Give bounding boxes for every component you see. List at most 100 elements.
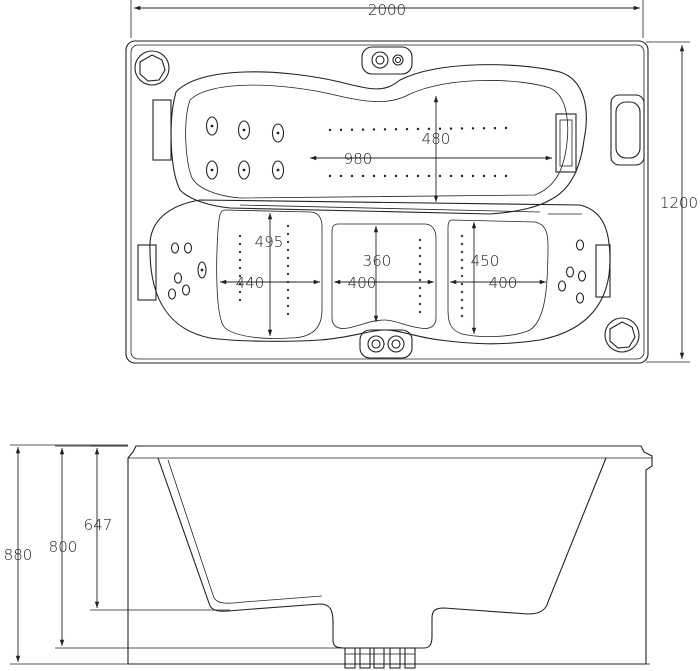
air-jet-dot: [286, 224, 290, 228]
air-jet-dot: [238, 250, 242, 254]
air-jet-dot: [405, 127, 409, 131]
air-jet-dot: [449, 127, 453, 130]
center-seat-depth-label: 360: [363, 252, 392, 270]
air-jet-dot: [418, 286, 422, 290]
air-jet-dot: [286, 240, 290, 244]
air-jet-dot: [286, 304, 290, 308]
air-jet-dot: [460, 250, 464, 254]
air-jet-dot: [418, 278, 422, 282]
air-jet-dot: [418, 238, 422, 242]
air-jet-dot: [238, 290, 242, 294]
corner-fitting-top-left: [134, 50, 170, 86]
air-jet-dot: [493, 126, 497, 130]
air-jet-dot: [383, 128, 387, 131]
right-seat-width-label: 400: [489, 274, 518, 292]
air-jet-dot: [328, 174, 332, 178]
air-jet-dot: [471, 127, 475, 130]
air-jet-dot: [418, 254, 422, 258]
lounger-length-label: 980: [344, 150, 373, 168]
lounger-air-jets: [328, 126, 508, 178]
right-seat-jets: [557, 239, 587, 304]
air-jet-dot: [418, 246, 422, 250]
inner-shell-profile: [157, 457, 607, 649]
air-jet-dot: [504, 174, 508, 178]
air-jet-dot: [460, 290, 464, 294]
air-jet-dot: [418, 294, 422, 298]
air-jet-dot: [361, 128, 365, 131]
grab-bar-right-bottom: [595, 244, 611, 298]
air-jet-dot: [286, 312, 290, 316]
air-jet-dot: [460, 306, 464, 310]
air-jet-dot: [471, 174, 475, 178]
overall-depth-label: 1200: [660, 194, 698, 212]
bottom-control-panel: [359, 329, 413, 359]
seat-shell: [149, 199, 611, 345]
air-jet-dot: [504, 126, 508, 130]
right-seat-depth-label: 450: [471, 252, 500, 270]
air-jet-dot: [286, 256, 290, 260]
side-rim: [127, 445, 653, 665]
air-jet-dot: [238, 274, 242, 278]
air-jet-dot: [460, 242, 464, 246]
air-jet-dot: [438, 174, 442, 178]
air-jet-dot: [449, 174, 453, 178]
air-jet-dot: [460, 258, 464, 262]
air-jet-dot: [427, 174, 431, 178]
outer-rim: [125, 40, 649, 364]
step-line: [239, 204, 541, 213]
overall-height-label: 880: [4, 546, 33, 564]
air-jet-dot: [418, 262, 422, 266]
air-jet-dot: [460, 234, 464, 238]
air-jet-dot: [372, 128, 376, 131]
air-jet-dot: [460, 298, 464, 302]
air-jet-dot: [328, 128, 332, 132]
drain-pipes: [344, 647, 416, 669]
inner-shell-profile-inner: [167, 459, 323, 604]
air-jet-dot: [460, 266, 464, 270]
inner-rim: [130, 44, 645, 360]
top-view: 2000 1200: [125, 0, 698, 364]
air-jet-dot: [339, 128, 343, 132]
air-jet-dot: [286, 232, 290, 236]
lounger-inner: [185, 80, 569, 199]
air-jet-dot: [438, 127, 442, 130]
air-jet-dot: [482, 174, 486, 178]
corner-fitting-bottom-right: [604, 317, 640, 353]
left-seat-well: [216, 209, 323, 339]
air-jet-dot: [238, 258, 242, 262]
seat-air-jets: [238, 224, 464, 318]
grab-bar-left-bottom: [137, 244, 157, 301]
lounger-width-label: 480: [422, 130, 451, 148]
air-jet-dot: [394, 174, 398, 178]
air-jet-dot: [383, 174, 387, 178]
left-seat-depth-label: 495: [255, 233, 284, 251]
air-jet-dot: [350, 128, 354, 131]
inner-height-label: 800: [49, 538, 78, 556]
air-jet-dot: [460, 314, 464, 318]
center-seat-well: [331, 223, 437, 329]
pillow-right: [610, 94, 645, 166]
air-jet-dot: [493, 174, 497, 178]
air-jet-dot: [286, 272, 290, 276]
top-control-panel: [361, 46, 413, 75]
seat-height-label: 647: [84, 516, 113, 534]
headrest-vents: [555, 113, 577, 173]
air-jet-dot: [460, 282, 464, 286]
air-jet-dot: [416, 127, 420, 131]
air-jet-dot: [460, 274, 464, 278]
air-jet-dot: [361, 174, 365, 178]
air-jet-dot: [339, 174, 343, 178]
air-jet-dot: [427, 127, 431, 131]
air-jet-dot: [238, 242, 242, 246]
left-seat-jets: [167, 242, 207, 300]
air-jet-dot: [238, 298, 242, 302]
air-jet-dot: [416, 174, 420, 178]
air-jet-dot: [238, 234, 242, 238]
air-jet-dot: [482, 127, 486, 130]
air-jet-dot: [405, 174, 409, 178]
air-jet-dot: [418, 302, 422, 306]
air-jet-dot: [394, 128, 398, 131]
right-seat-well: [447, 219, 549, 338]
air-jet-dot: [418, 270, 422, 274]
air-jet-dot: [418, 310, 422, 314]
